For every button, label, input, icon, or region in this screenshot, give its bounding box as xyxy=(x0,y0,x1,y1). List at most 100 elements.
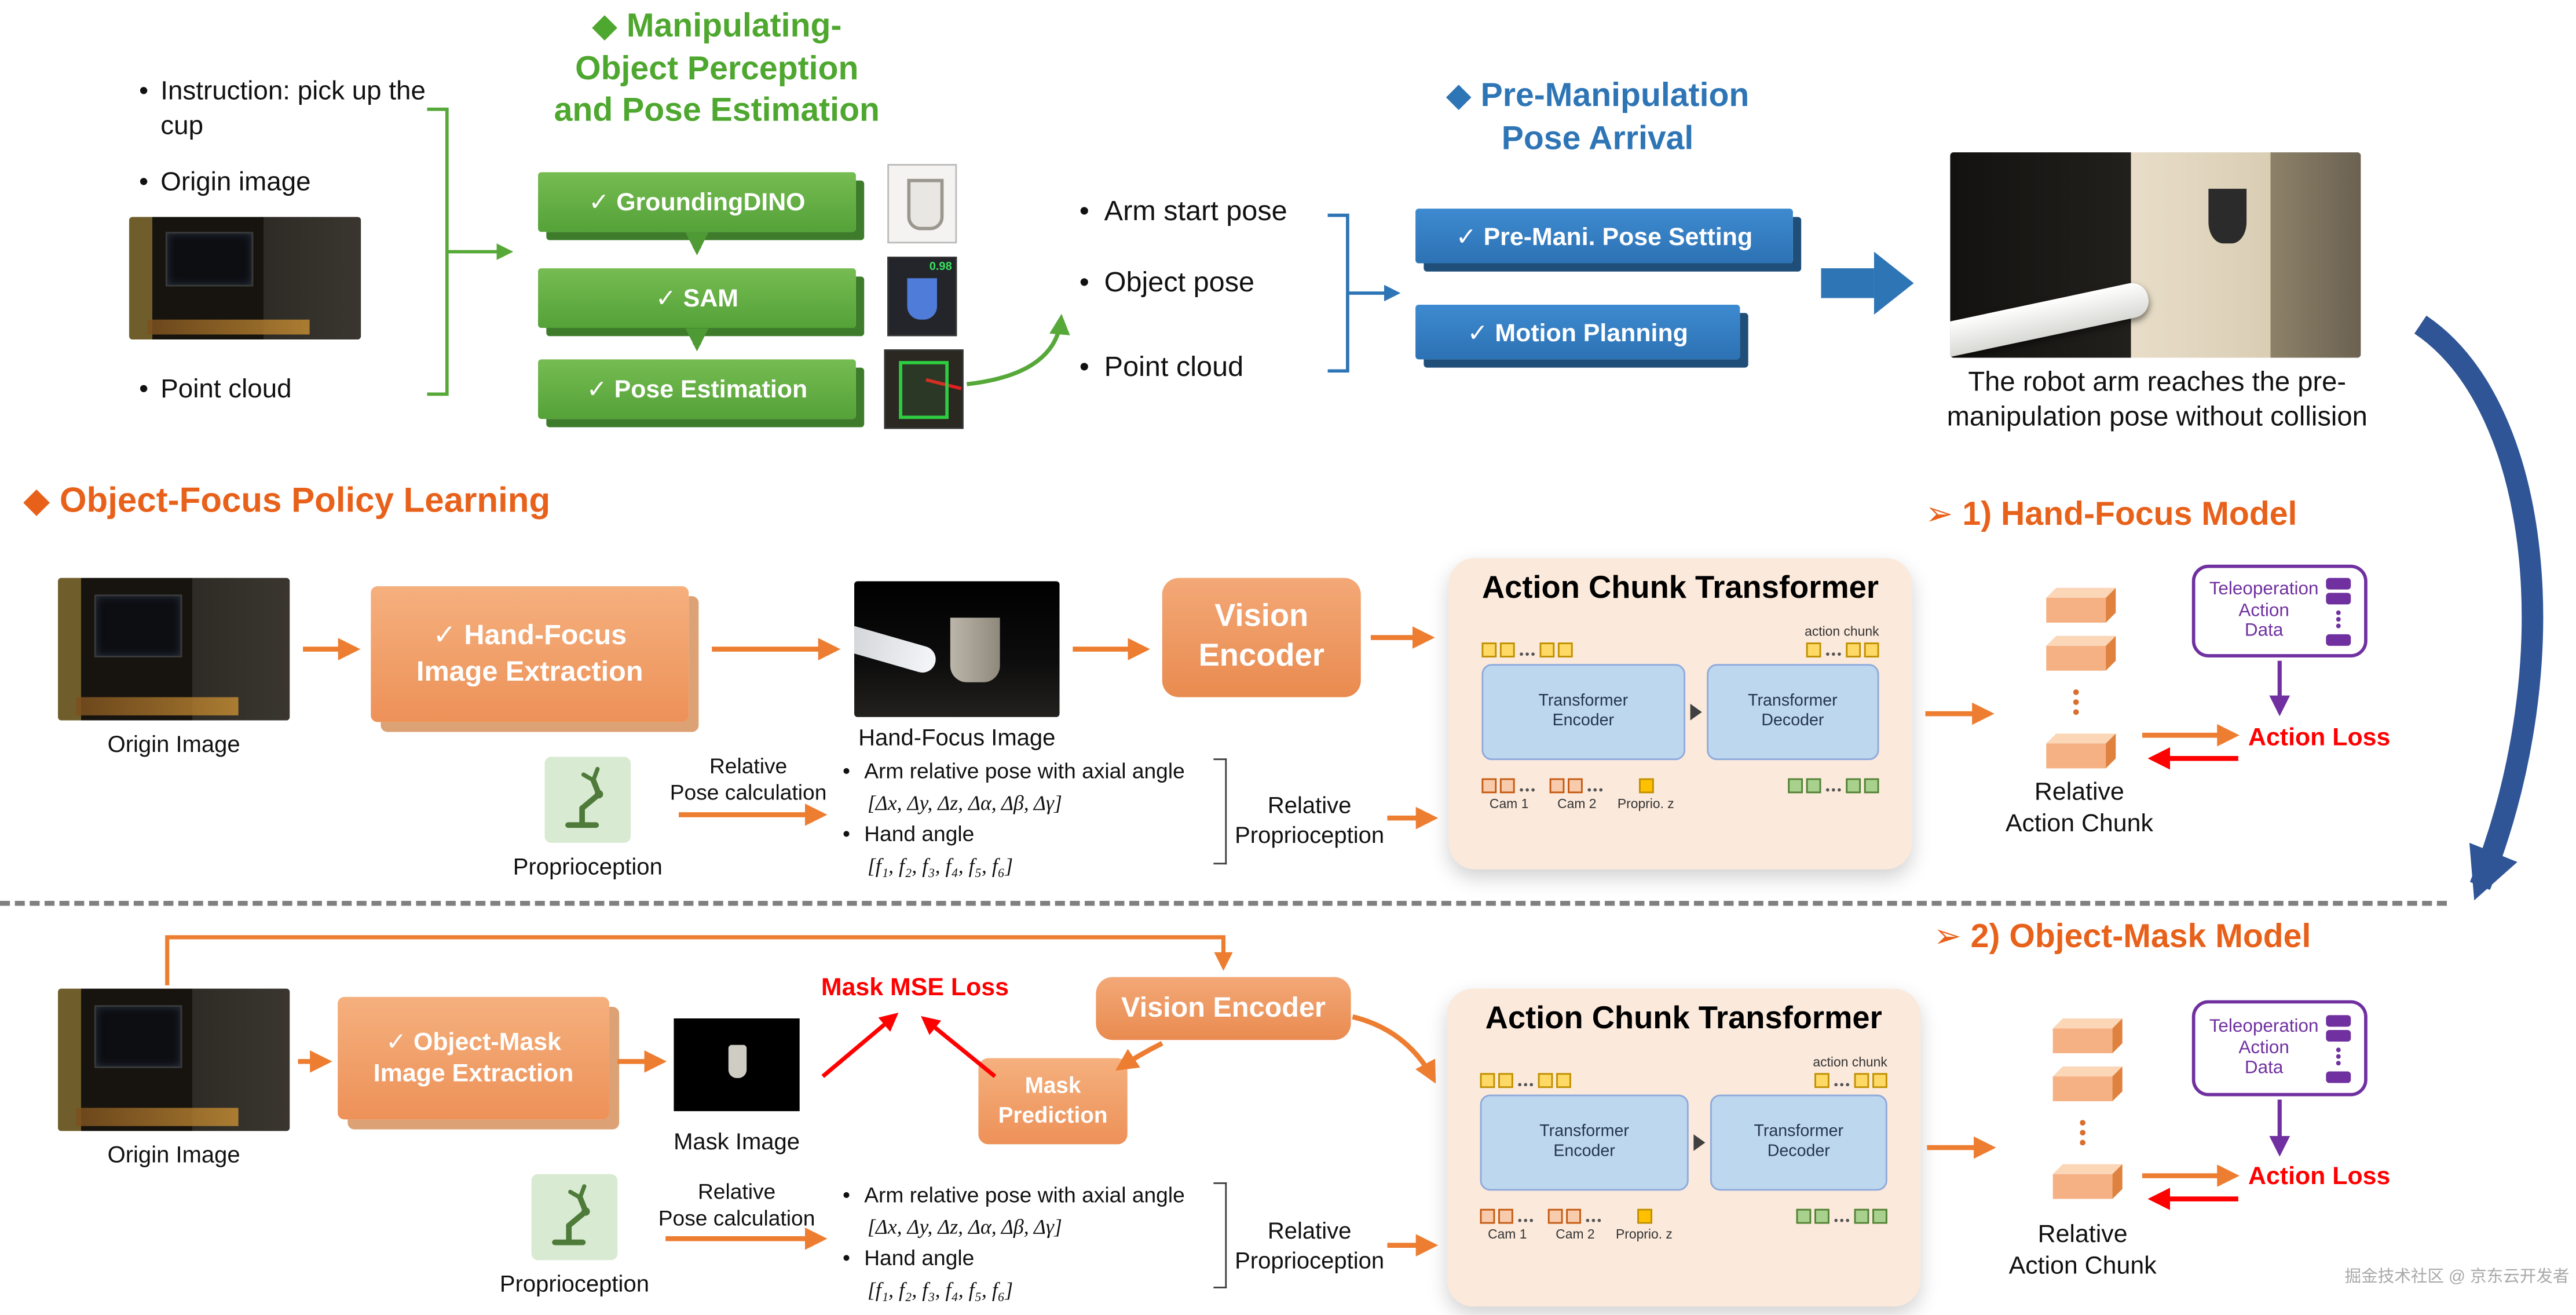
action-chunk-label: action chunk xyxy=(1813,1054,1887,1070)
ellipsis-icon xyxy=(1832,1073,1850,1088)
cam1-token-group: Cam 1 xyxy=(1481,778,1536,812)
hf-origin-image-photo xyxy=(58,578,290,721)
token-square xyxy=(1846,778,1861,794)
motion-planning-step: ✓ Motion Planning xyxy=(1415,304,1740,360)
sam-result-thumb: 0.98 xyxy=(887,257,957,337)
token-square xyxy=(1556,1073,1571,1088)
cam2-label: Cam 2 xyxy=(1556,1227,1595,1242)
ellipsis-icon xyxy=(1824,778,1843,794)
act-transformer-boxes: Transformer Encoder Transformer Decoder xyxy=(1480,1094,1887,1191)
vertical-ellipsis-icon xyxy=(2336,608,2341,629)
hf-vision-encoder-box: Vision Encoder xyxy=(1162,578,1361,697)
om-action-loss-label: Action Loss xyxy=(2248,1162,2391,1191)
action-chunk-cuboid xyxy=(2046,597,2106,623)
decoder-output-tokens xyxy=(1813,1073,1887,1088)
hf-proprioception-icon xyxy=(544,757,631,843)
top-to-bottom-curved-arrow xyxy=(2414,315,2544,901)
action-chunk-cuboid xyxy=(2052,1174,2113,1199)
token-square xyxy=(1871,1073,1887,1088)
token-square xyxy=(1499,778,1515,794)
proprio-token-group: Proprio. z xyxy=(1616,1208,1673,1242)
vertical-ellipsis-icon xyxy=(2072,687,2080,717)
action-chunk-group: action chunk xyxy=(1805,624,1879,658)
finger-values: [f₁, f₂, f₃, f₄, f₅, f₆] xyxy=(867,1278,1013,1302)
token-square xyxy=(1481,778,1497,794)
pose-estimation-step: ✓ Pose Estimation xyxy=(538,359,856,419)
token-square xyxy=(1864,778,1879,794)
act-title: Action Chunk Transformer xyxy=(1485,1002,1882,1037)
cam2-tokens xyxy=(1547,1208,1603,1224)
database-icon xyxy=(2326,1029,2351,1041)
teleoperation-data-label: Teleoperation Action Data xyxy=(2209,579,2319,642)
object-mask-model-title: ➢ 2) Object-Mask Model xyxy=(1933,919,2311,956)
encoder-to-decoder-arrow-icon xyxy=(1689,703,1702,721)
database-icon xyxy=(2326,591,2351,604)
token-square xyxy=(1638,778,1653,794)
token-square xyxy=(1539,642,1555,658)
encoder-output-tokens xyxy=(1480,1073,1571,1088)
token-square xyxy=(1481,642,1497,658)
encoder-to-decoder-arrow-icon xyxy=(1693,1134,1706,1151)
axial-angle-values: [Δx, Δy, Δz, Δα, Δβ, Δγ] xyxy=(867,1214,1062,1238)
hf-proprioception-label: Proprioception xyxy=(513,853,663,879)
arrival-caption: The robot arm reaches the pre- manipulat… xyxy=(1946,367,2368,432)
arm-relative-pose-line: Arm relative pose with axial angle xyxy=(841,1179,1238,1211)
finger-values: [f₁, f₂, f₃, f₄, f₅, f₆] xyxy=(867,854,1013,878)
ellipsis-icon xyxy=(1823,642,1842,658)
proprio-token-group: Proprio. z xyxy=(1618,778,1674,812)
token-square xyxy=(1845,642,1860,658)
robot-arm-icon xyxy=(565,766,603,828)
input-item-point-cloud: Point cloud xyxy=(136,374,429,408)
mask-prediction-box: Mask Prediction xyxy=(978,1058,1128,1145)
hand-focus-model-title: ➢ 1) Hand-Focus Model xyxy=(1925,496,2297,534)
proprio-token xyxy=(1638,778,1653,794)
object-mask-extraction-box: ✓ Object-Mask Image Extraction xyxy=(338,996,609,1120)
output-point-cloud: Point cloud xyxy=(1076,349,1352,386)
transformer-encoder-box: Transformer Encoder xyxy=(1481,664,1685,761)
act-output-tokens: action chunk xyxy=(1480,1055,1887,1088)
teleoperation-data-label: Teleoperation Action Data xyxy=(2209,1016,2319,1079)
hf-action-chunk-transformer: Action Chunk Transformer action chunk Tr… xyxy=(1448,558,1912,870)
token-square xyxy=(1480,1073,1495,1088)
token-square xyxy=(1872,1208,1887,1224)
mask-image-label: Mask Image xyxy=(674,1127,800,1155)
token-square xyxy=(1806,778,1821,794)
groundingdino-step: ✓ GroundingDINO xyxy=(538,172,856,232)
action-chunk-cuboid xyxy=(2052,1076,2113,1101)
action-chunk-cuboid xyxy=(2046,645,2106,671)
transformer-decoder-box: Transformer Decoder xyxy=(1710,1094,1887,1191)
database-icons xyxy=(2326,577,2351,645)
om-origin-image-label: Origin Image xyxy=(107,1141,240,1168)
token-square xyxy=(1498,1073,1513,1088)
ellipsis-icon xyxy=(1516,1073,1535,1088)
decoder-input-tokens xyxy=(1796,1208,1887,1224)
om-relative-pose-details: Arm relative pose with axial angle [Δx, … xyxy=(841,1179,1238,1306)
om-action-chunk-transformer: Action Chunk Transformer action chunk Tr… xyxy=(1447,988,1920,1307)
token-square xyxy=(1788,778,1803,794)
cam1-tokens xyxy=(1481,778,1536,794)
token-square xyxy=(1547,1208,1563,1224)
token-square xyxy=(1853,1073,1869,1088)
database-icon xyxy=(2326,577,2351,589)
om-origin-image-photo xyxy=(58,988,290,1131)
om-proprioception-icon xyxy=(531,1174,618,1261)
mask-mse-loss-label: Mask MSE Loss xyxy=(821,973,1009,1002)
cam1-label: Cam 1 xyxy=(1489,796,1529,812)
hf-relative-pose-details: Arm relative pose with axial angle [Δx, … xyxy=(841,755,1238,882)
action-chunk-cuboid xyxy=(2046,743,2106,769)
hand-focus-image-label: Hand-Focus Image xyxy=(858,724,1056,750)
hand-focus-extraction-box: ✓ Hand-Focus Image Extraction xyxy=(371,586,689,722)
policy-section-title: ◆ Object-Focus Policy Learning xyxy=(23,481,551,520)
om-pose-calc-label: Relative Pose calculation xyxy=(658,1179,815,1231)
decoder-input-tokens xyxy=(1788,778,1879,794)
database-icon xyxy=(2326,1014,2351,1026)
axial-angle-values: [Δx, Δy, Δz, Δα, Δβ, Δγ] xyxy=(867,790,1062,814)
token-square xyxy=(1538,1073,1553,1088)
act-output-tokens: action chunk xyxy=(1481,624,1879,658)
ellipsis-icon xyxy=(1518,642,1536,658)
token-square xyxy=(1499,642,1515,658)
sam-step: ✓ SAM xyxy=(538,268,856,328)
encoder-output-tokens xyxy=(1481,642,1573,658)
premani-pose-setting-step: ✓ Pre-Mani. Pose Setting xyxy=(1415,209,1793,264)
